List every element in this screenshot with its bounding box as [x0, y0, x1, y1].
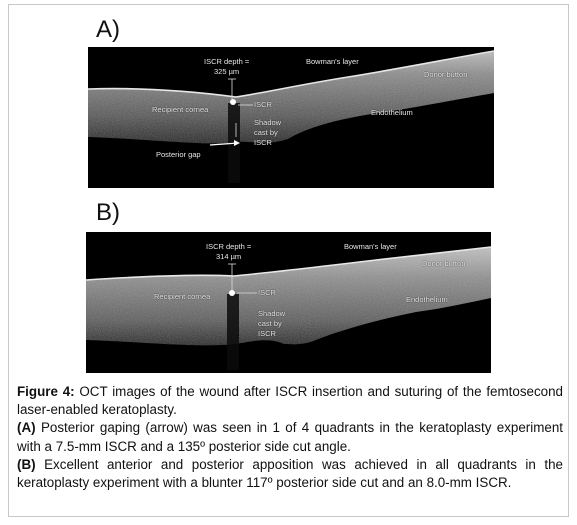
caption-a-text: Posterior gaping (arrow) was seen in 1 o…	[17, 420, 563, 454]
panel-a-endothelium: Endothelium	[371, 108, 413, 117]
panel-a-bowmans-layer: Bowman's layer	[306, 57, 359, 66]
panel-a-donor-button: Donor button	[424, 70, 468, 79]
panel-b-endothelium: Endothelium	[406, 295, 448, 304]
panel-b-letter: B)	[96, 199, 120, 226]
panel-b-iscr-depth-title: ISCR depth =	[206, 242, 252, 251]
caption-a-label: (A)	[17, 420, 36, 436]
panel-a-iscr: ISCR	[254, 100, 272, 109]
panel-a-iscr-depth-value: 325 µm	[214, 67, 240, 76]
panel-b-shadow-line3: ISCR	[258, 329, 276, 338]
panel-a-iscr-depth-title: ISCR depth =	[204, 57, 250, 66]
panel-b-bowmans-layer: Bowman's layer	[344, 242, 397, 251]
caption-figure-paragraph: Figure 4: OCT images of the wound after …	[17, 383, 563, 419]
caption-b-paragraph: (B) Excellent anterior and posterior app…	[17, 456, 563, 492]
panel-b-annotation-lines	[228, 263, 257, 294]
panel-b-recipient-cornea: Recipient cornea	[154, 292, 211, 301]
caption-figure-label: Figure 4:	[17, 384, 75, 399]
panel-a-posterior-gap: Posterior gap	[156, 150, 201, 159]
panel-b-cornea-scan	[86, 246, 491, 370]
figure-frame	[8, 4, 569, 517]
figure-caption: Figure 4: OCT images of the wound after …	[17, 383, 563, 492]
panel-b-iscr-depth-value: 314 µm	[216, 252, 242, 261]
panel-a-annotation-lines	[209, 78, 253, 146]
panel-a-shadow-line1: Shadow	[254, 118, 282, 127]
panel-b-shadow-line1: Shadow	[258, 309, 286, 318]
caption-figure-text: OCT images of the wound after ISCR inser…	[17, 384, 563, 418]
panel-b-shadow-line2: cast by	[258, 319, 282, 328]
panel-a-letter: A)	[96, 16, 120, 43]
panel-a-recipient-cornea: Recipient cornea	[152, 105, 209, 114]
panel-b-donor-button: Donor button	[422, 259, 466, 268]
caption-a-paragraph: (A) Posterior gaping (arrow) was seen in…	[17, 419, 563, 455]
panel-b-oct-image: ISCR depth = 314 µm Bowman's layer Donor…	[86, 232, 491, 373]
panel-a-shadow-line2: cast by	[254, 128, 278, 137]
panel-b-iscr: ISCR	[258, 288, 276, 297]
panel-a-oct-image: ISCR depth = 325 µm Bowman's layer Donor…	[88, 47, 494, 188]
caption-b-label: (B)	[17, 456, 36, 472]
panel-a-shadow-line3: ISCR	[254, 138, 272, 147]
caption-b-text: Excellent anterior and posterior apposit…	[17, 456, 563, 491]
